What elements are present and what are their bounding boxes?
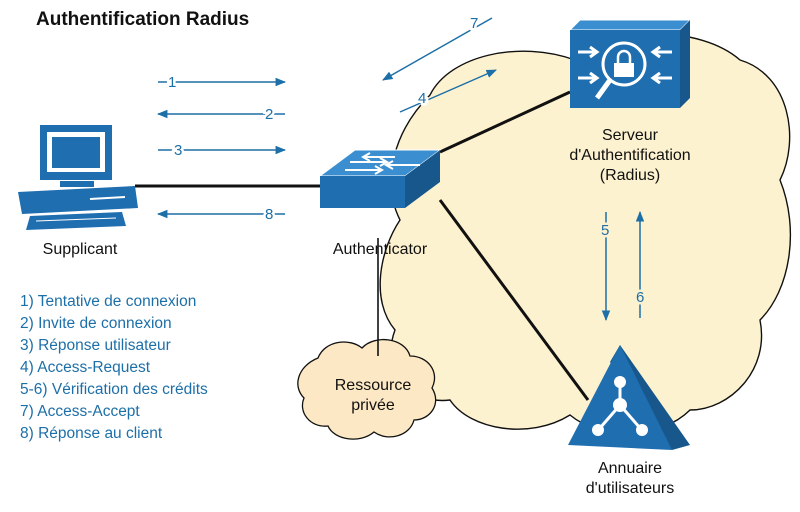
legend-item: 7) Access-Accept	[20, 403, 140, 420]
legend-item: 8) Réponse au client	[20, 425, 163, 442]
step-8-label: 8	[265, 206, 273, 223]
step-7-label: 7	[470, 15, 478, 32]
switch-icon	[318, 149, 442, 208]
directory-label: Annuaire d'utilisateurs	[560, 459, 700, 499]
step-6-label: 6	[636, 289, 644, 306]
resource-label-line1: Ressource	[334, 377, 412, 394]
server-label-line3: (Radius)	[599, 167, 661, 184]
step-2-label: 2	[265, 106, 273, 123]
authenticator-label: Authenticator	[332, 241, 428, 258]
supplicant-label: Supplicant	[42, 241, 118, 258]
directory-icon	[568, 345, 690, 450]
computer-icon	[18, 125, 138, 230]
server-label: Serveur d'Authentification (Radius)	[555, 126, 705, 186]
radius-server-icon	[568, 19, 692, 108]
step-5-label: 5	[601, 222, 609, 239]
server-label-line2: d'Authentification	[569, 147, 691, 164]
directory-label-line2: d'utilisateurs	[585, 480, 675, 497]
resource-cloud	[297, 338, 437, 440]
legend-item: 1) Tentative de connexion	[20, 293, 197, 310]
diagram-title: Authentification Radius	[36, 9, 250, 30]
step-1-label: 1	[168, 74, 176, 91]
directory-label-line1: Annuaire	[597, 460, 663, 477]
resource-label: Ressource privée	[318, 376, 428, 416]
resource-label-line2: privée	[351, 397, 395, 414]
legend-item: 5-6) Vérification des crédits	[20, 381, 208, 398]
link-authenticator-directory	[438, 199, 590, 401]
step-7-arrow	[382, 17, 493, 81]
legend: 1) Tentative de connexion 2) Invite de c…	[20, 291, 208, 445]
step-3-label: 3	[174, 142, 182, 159]
legend-item: 4) Access-Request	[20, 359, 151, 376]
server-label-line1: Serveur	[601, 127, 659, 144]
legend-item: 3) Réponse utilisateur	[20, 337, 171, 354]
legend-item: 2) Invite de connexion	[20, 315, 172, 332]
step-4-label: 4	[418, 90, 426, 107]
step-4-arrow	[399, 69, 497, 113]
link-authenticator-server	[439, 90, 571, 154]
